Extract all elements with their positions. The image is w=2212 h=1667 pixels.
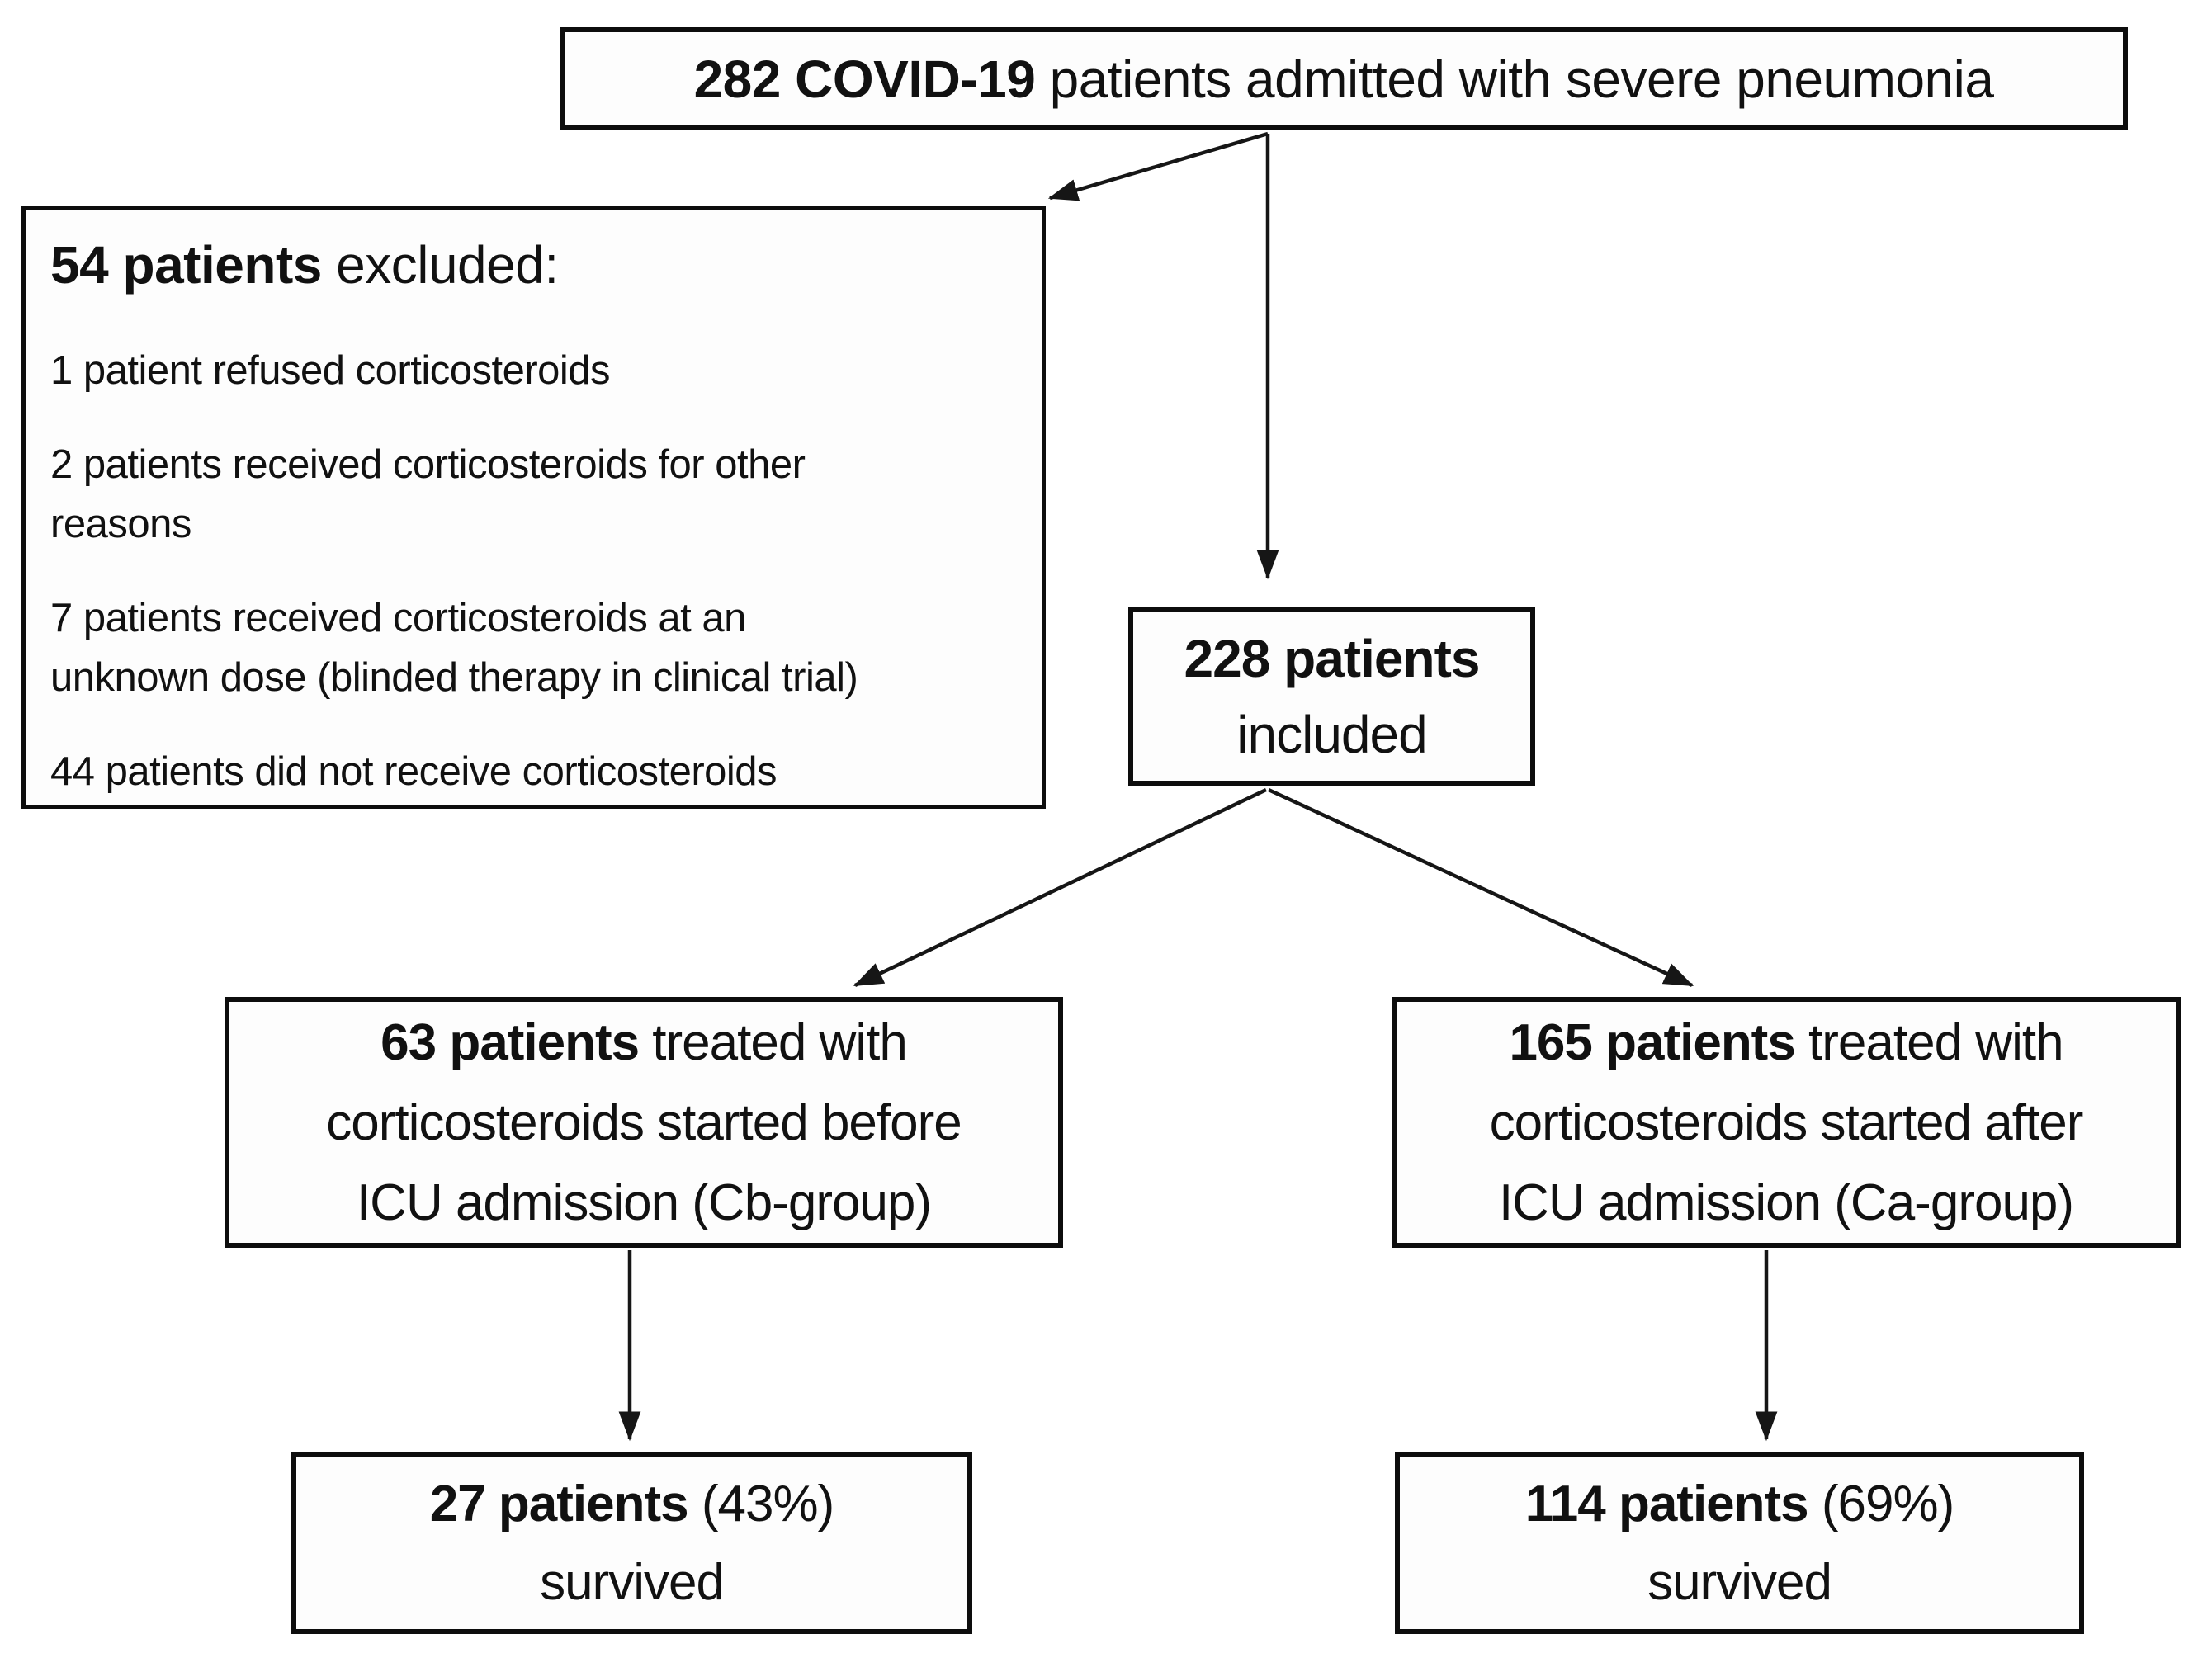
node-ca-survived: 114 patients (69%) survived <box>1395 1452 2084 1634</box>
node-included-line1: 228 patients <box>1184 628 1481 688</box>
node-cb-group: 63 patients treated with corticosteroids… <box>225 997 1063 1248</box>
node-admitted-label: 282 COVID-19 patients admitted with seve… <box>693 49 1994 109</box>
node-included: 228 patients included <box>1128 607 1535 786</box>
arrow-included-to-ca-group <box>1268 787 1694 988</box>
node-excluded: 54 patients excluded: 1 patient refused … <box>21 206 1046 809</box>
arrow-admitted-to-excluded <box>1047 131 1269 201</box>
node-ca-survived-line2: survived <box>1647 1554 1832 1611</box>
node-ca-group-line2: corticosteroids started after <box>1489 1093 2084 1151</box>
node-cb-survived: 27 patients (43%) survived <box>291 1452 972 1634</box>
node-admitted: 282 COVID-19 patients admitted with seve… <box>560 27 2128 130</box>
node-cb-survived-line2: survived <box>540 1554 725 1611</box>
node-excluded-heading: 54 patients excluded: <box>50 235 559 295</box>
node-ca-survived-line1: 114 patients (69%) <box>1524 1476 1955 1532</box>
node-cb-group-line2: corticosteroids started before <box>326 1093 962 1151</box>
node-cb-survived-line1: 27 patients (43%) <box>429 1476 835 1532</box>
node-included-line2: included <box>1236 704 1427 764</box>
excluded-item: 2 patients received corticosteroids for … <box>50 442 806 547</box>
excluded-item: 44 patients did not receive corticostero… <box>50 749 778 795</box>
node-ca-group: 165 patients treated with corticosteroid… <box>1392 997 2181 1248</box>
node-cb-group-line3: ICU admission (Cb-group) <box>356 1174 932 1231</box>
node-cb-group-line1: 63 patients treated with <box>380 1013 908 1071</box>
excluded-item: 7 patients received corticosteroids at a… <box>50 596 858 701</box>
node-ca-group-line1: 165 patients treated with <box>1509 1013 2063 1071</box>
excluded-item: 1 patient refused corticosteroids <box>50 348 611 393</box>
node-ca-group-line3: ICU admission (Ca-group) <box>1498 1174 2074 1231</box>
arrow-included-to-cb-group <box>853 787 1267 988</box>
